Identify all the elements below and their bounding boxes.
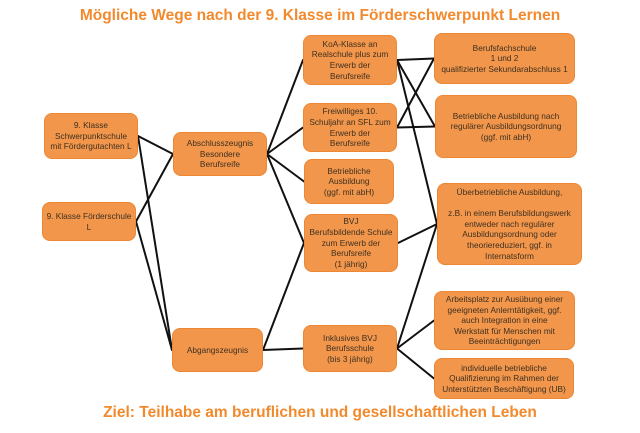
edge-mr1-r2 xyxy=(396,59,436,128)
node-betriebliche-ausbildung-abh: Betriebliche Ausbildung (ggf. mit abH) xyxy=(304,159,394,204)
node-abschlusszeugnis: Abschlusszeugnis Besondere Berufsreife xyxy=(173,132,267,176)
edge-mr1-r1 xyxy=(396,57,435,61)
edge-mr5-r3 xyxy=(396,223,438,350)
node-freiwilliges-schuljahr: Freiwilliges 10. Schuljahr an SFL zum Er… xyxy=(303,103,397,152)
edge-mid2-mr5 xyxy=(262,347,304,351)
node-berufsfachschule: Berufsfachschule 1 und 2 qualifizierter … xyxy=(434,33,575,84)
edge-mid2-mr4 xyxy=(262,242,305,351)
node-klasse-schwerpunktschule: 9. Klasse Schwerpunktschule mit Fördergu… xyxy=(44,113,138,159)
edge-left2-mid1 xyxy=(135,153,174,223)
edge-mr2-r2 xyxy=(396,125,436,129)
edge-mid1-mr2 xyxy=(266,126,304,155)
node-abgangszeugnis: Abgangszeugnis xyxy=(172,328,263,372)
page-title: Mögliche Wege nach der 9. Klasse im Förd… xyxy=(79,7,561,24)
node-ueberbetriebliche-ausbildung: Überbetriebliche Ausbildung, z.B. in ein… xyxy=(437,183,582,265)
edge-left1-mid2 xyxy=(137,135,173,351)
edge-mr4-r3 xyxy=(397,223,438,244)
node-bvj: BVJ Berufsbildende Schule zum Erwerb der… xyxy=(304,214,398,272)
node-klasse-foerderschule: 9. Klasse Förderschule L xyxy=(42,202,136,241)
goal-banner: Ziel: Teilhabe am beruflichen und gesell… xyxy=(103,404,537,421)
edge-mid1-mr1 xyxy=(266,59,304,155)
node-inklusives-bvj: Inklusives BVJ Berufsschule (bis 3 jähri… xyxy=(303,325,397,372)
edge-left1-mid1 xyxy=(137,135,174,155)
node-individuelle-qualifizierung: individuelle betriebliche Qualifizierung… xyxy=(434,358,574,399)
edge-mid1-mr3 xyxy=(266,153,305,183)
node-koa-klasse: KoA-Klasse an Realschule plus zum Erwerb… xyxy=(303,35,397,85)
node-arbeitsplatz-anlerntaetigkeit: Arbeitsplatz zur Ausübung einer geeignet… xyxy=(434,291,575,350)
edge-mid1-mr4 xyxy=(266,153,305,244)
edge-left2-mid2 xyxy=(135,220,173,351)
edge-mr5-r5 xyxy=(396,347,435,380)
edge-mr2-r1 xyxy=(396,57,435,129)
edge-mr5-r4 xyxy=(396,319,435,350)
node-betriebliche-ausbildung-regulaer: Betriebliche Ausbildung nach regulärer A… xyxy=(435,95,577,158)
edge-mr1-r3 xyxy=(396,59,438,225)
